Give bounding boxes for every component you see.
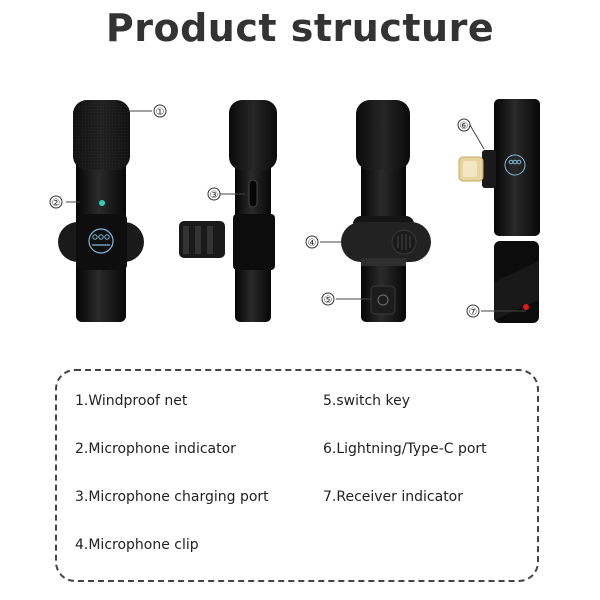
microphone-indicator-light [99,200,105,206]
receiver-indicator-light [523,304,529,310]
legend-item-7: 7.Receiver indicator [323,489,463,505]
brand-logo-icon [88,228,114,254]
legend-item-4: 4.Microphone clip [75,537,199,553]
callout-1-label: ① [156,107,165,118]
legend-item-6: 6.Lightning/Type-C port [323,441,487,457]
product-illustration: ① ② ③ ④ ⑤ [49,99,540,323]
microphone-front-view [58,100,144,322]
callout-7-label: ⑦ [469,307,478,318]
page-title: Product structure [105,6,495,50]
receiver-bottom-view [494,241,539,323]
legend-box [55,369,539,582]
receiver-logo-icon [504,154,526,176]
microphone-back-view [341,100,431,322]
legend-item-3: 3.Microphone charging port [75,489,269,505]
callout-2-label: ② [52,198,61,209]
callout-4-label: ④ [308,238,317,249]
legend-item-1: 1.Windproof net [75,393,188,409]
charging-port [248,179,258,208]
callout-5-label: ⑤ [324,295,333,306]
receiver-device [458,99,540,236]
legend-item-5: 5.switch key [323,393,411,409]
callout-3-label: ③ [210,190,219,201]
microphone-side-view [179,100,277,322]
legend-item-2: 2.Microphone indicator [75,441,236,457]
callout-6-label: ⑥ [460,121,469,132]
switch-key-button [370,285,396,315]
